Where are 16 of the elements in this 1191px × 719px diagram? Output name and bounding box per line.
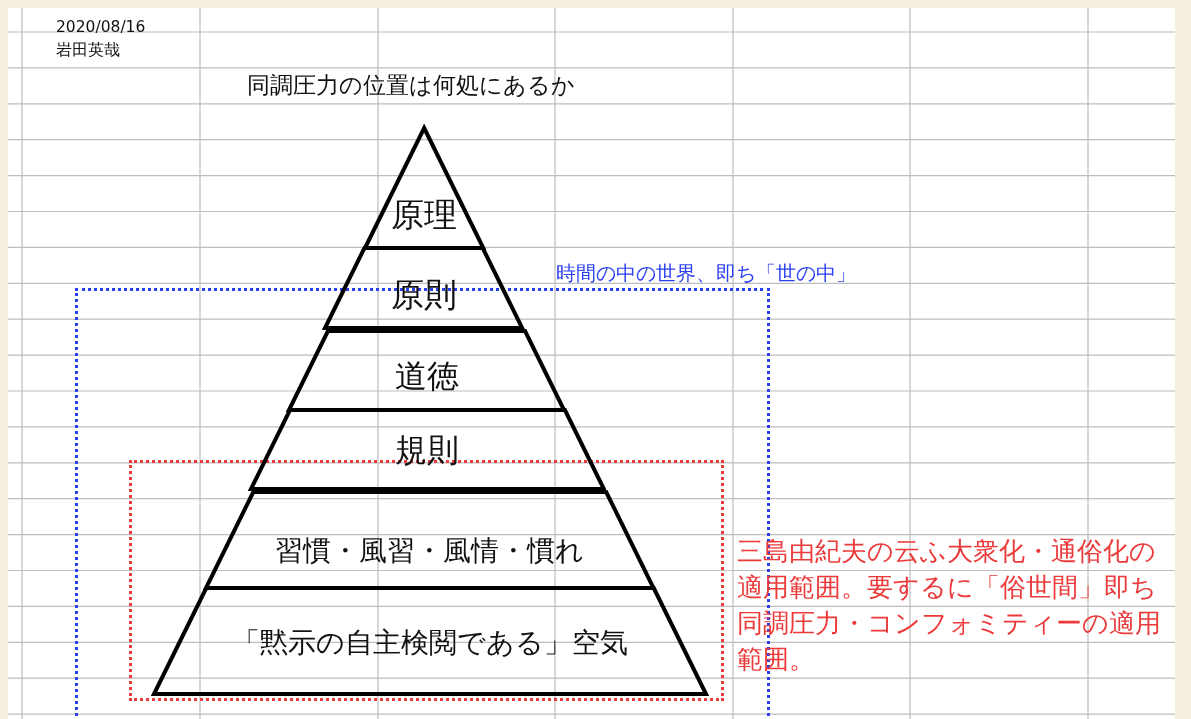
frame-caption: 時間の中の世界、即ち「世の中」 bbox=[556, 260, 857, 287]
title-text: 同調圧力の位置は何処にあるか bbox=[247, 71, 575, 100]
pyramid-layer bbox=[361, 124, 487, 250]
layer-label: 「黙示の自主検閲である」空気 bbox=[231, 625, 629, 661]
pyramid-layer bbox=[322, 244, 526, 330]
layer-label: 原理 bbox=[390, 194, 458, 236]
frame-caption: 三島由紀夫の云ふ大衆化・通俗化の適用範囲。要するに「俗世間」即ち同調圧力・コンフォミティーの適用範囲。 bbox=[737, 535, 1162, 676]
layer-label: 習慣・風習・風情・慣れ bbox=[274, 533, 586, 569]
layer-label: 原則 bbox=[390, 274, 458, 316]
layer-label: 道徳 bbox=[394, 356, 460, 397]
author-text: 岩田英哉 bbox=[56, 40, 120, 60]
layer-label: 規則 bbox=[394, 430, 460, 471]
pyramid-layer bbox=[247, 406, 607, 491]
pyramid-layer bbox=[286, 327, 568, 412]
pyramid-layer bbox=[151, 584, 709, 696]
date-text: 2020/08/16 bbox=[56, 17, 146, 37]
